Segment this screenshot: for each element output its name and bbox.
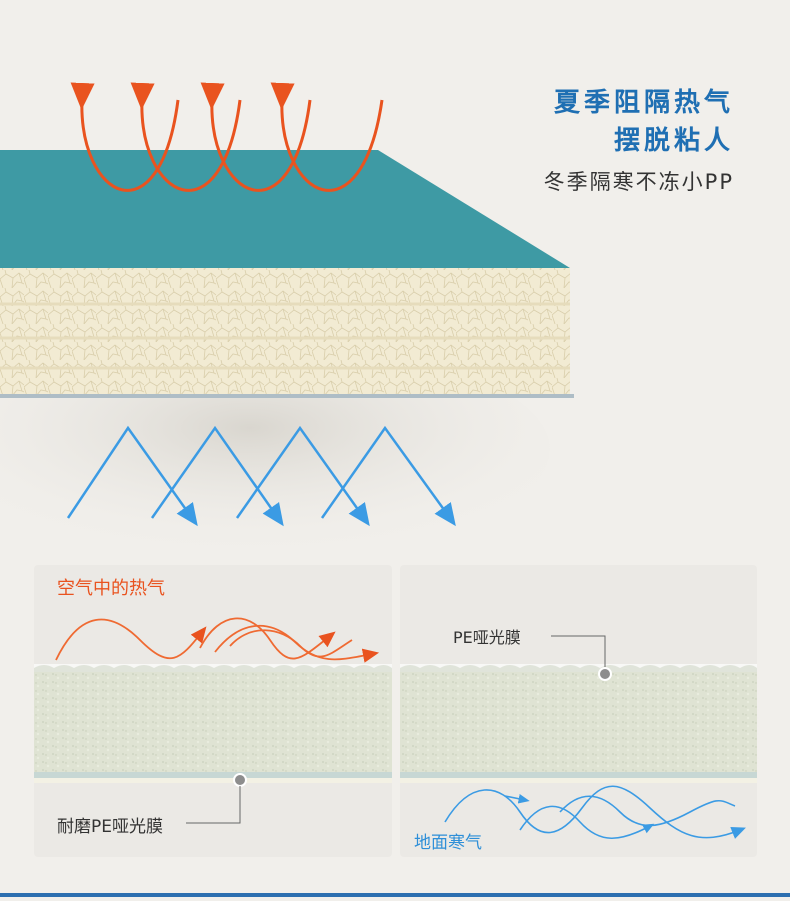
headline-sticky: 摆脱粘人 bbox=[613, 126, 734, 156]
wear-film-label: 耐磨PE哑光膜 bbox=[57, 817, 163, 837]
cold-air-waves bbox=[444, 785, 746, 840]
hot-air-waves bbox=[55, 617, 380, 663]
bottom-divider bbox=[0, 893, 790, 897]
right-foam-layer bbox=[400, 672, 757, 772]
cold-ground-label: 地面寒气 bbox=[414, 833, 482, 853]
mat-cross-section bbox=[0, 268, 570, 396]
cold-reflect-arrows bbox=[66, 425, 456, 527]
hot-air-label: 空气中的热气 bbox=[57, 578, 165, 599]
left-foam-layer bbox=[34, 672, 392, 772]
headline-summer: 夏季阻隔热气 bbox=[553, 88, 734, 118]
mat-top-surface bbox=[0, 150, 570, 268]
pe-film-label: PE哑光膜 bbox=[453, 628, 521, 647]
headline-winter: 冬季隔寒不冻小PP bbox=[543, 170, 734, 194]
heat-reflect-arrows bbox=[70, 82, 384, 192]
